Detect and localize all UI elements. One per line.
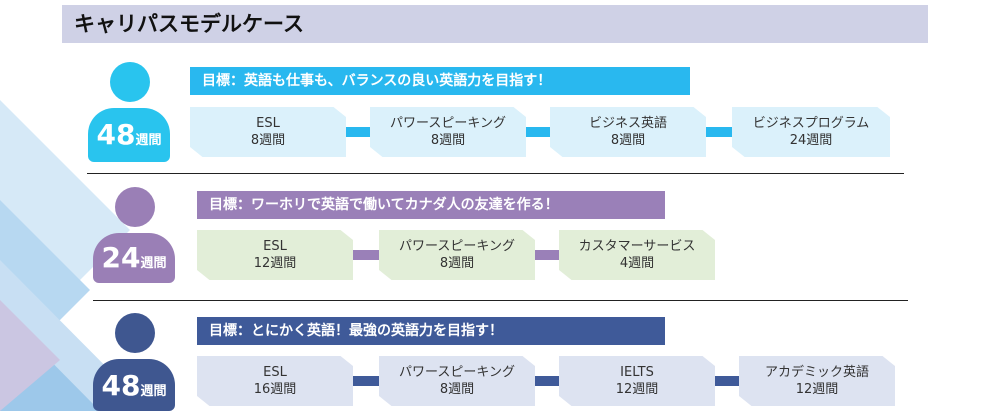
course-step: ビジネス英語 8週間 (550, 107, 706, 157)
step-connector (353, 376, 379, 386)
course-weeks: 8週間 (610, 133, 646, 148)
person-icon: 48週間 (88, 60, 170, 164)
section-divider (87, 173, 904, 174)
course-step: パワースピーキング 8週間 (370, 107, 526, 157)
course-step: アカデミック英語 12週間 (739, 356, 895, 406)
section-divider (93, 300, 908, 301)
course-weeks: 12週間 (795, 382, 839, 397)
step-connector (715, 376, 739, 386)
step-connector (526, 127, 550, 137)
course-weeks: 8週間 (439, 256, 475, 271)
course-name: ビジネスプログラム (752, 116, 870, 131)
plan-row: 48週間 目標：とにかく英語！最強の英語力を目指す！ ESL 16週間 パワース… (0, 311, 984, 411)
goal-banner: 目標：とにかく英語！最強の英語力を目指す！ (197, 317, 665, 345)
course-name: パワースピーキング (399, 365, 515, 380)
plan-row: 24週間 目標：ワーホリで英語で働いてカナダ人の友達を作る！ ESL 12週間 … (0, 183, 984, 293)
step-connector (706, 127, 732, 137)
step-connector (535, 376, 559, 386)
step-connector (346, 127, 370, 137)
step-connector (353, 250, 379, 260)
course-step: ESL 16週間 (197, 356, 353, 406)
course-name: ビジネス英語 (588, 116, 667, 131)
course-step: パワースピーキング 8週間 (379, 356, 535, 406)
duration-badge: 48週間 (101, 369, 167, 402)
goal-banner: 目標：英語も仕事も、バランスの良い英語力を目指す！ (190, 67, 690, 95)
plan-row: 48週間 目標：英語も仕事も、バランスの良い英語力を目指す！ ESL 8週間 パ… (0, 60, 984, 170)
course-weeks: 4週間 (619, 256, 655, 271)
course-name: カスタマーサービス (578, 239, 696, 254)
duration-badge: 48週間 (96, 118, 162, 151)
course-step: ESL 12週間 (197, 230, 353, 280)
course-weeks: 8週間 (250, 133, 286, 148)
step-connector (535, 250, 559, 260)
course-weeks: 12週間 (615, 382, 659, 397)
course-step: ESL 8週間 (190, 107, 346, 157)
course-step: ビジネスプログラム 24週間 (732, 107, 890, 157)
course-name: パワースピーキング (399, 239, 515, 254)
title-bar: キャリパスモデルケース (62, 5, 928, 43)
course-weeks: 12週間 (253, 256, 297, 271)
page-title: キャリパスモデルケース (74, 12, 304, 36)
duration-badge: 24週間 (101, 241, 167, 274)
goal-banner: 目標：ワーホリで英語で働いてカナダ人の友達を作る！ (197, 191, 665, 219)
course-weeks: 24週間 (789, 133, 833, 148)
course-step: IELTS 12週間 (559, 356, 715, 406)
course-step: カスタマーサービス 4週間 (559, 230, 715, 280)
course-name: ESL (263, 239, 287, 254)
course-weeks: 8週間 (430, 133, 466, 148)
course-name: アカデミック英語 (764, 365, 869, 380)
course-step: パワースピーキング 8週間 (379, 230, 535, 280)
person-icon: 24週間 (93, 183, 175, 287)
course-weeks: 8週間 (439, 382, 475, 397)
person-icon: 48週間 (93, 311, 175, 411)
course-name: ESL (256, 116, 280, 131)
course-weeks: 16週間 (253, 382, 297, 397)
course-name: ESL (263, 365, 287, 380)
course-name: パワースピーキング (390, 116, 506, 131)
course-name: IELTS (620, 365, 654, 380)
